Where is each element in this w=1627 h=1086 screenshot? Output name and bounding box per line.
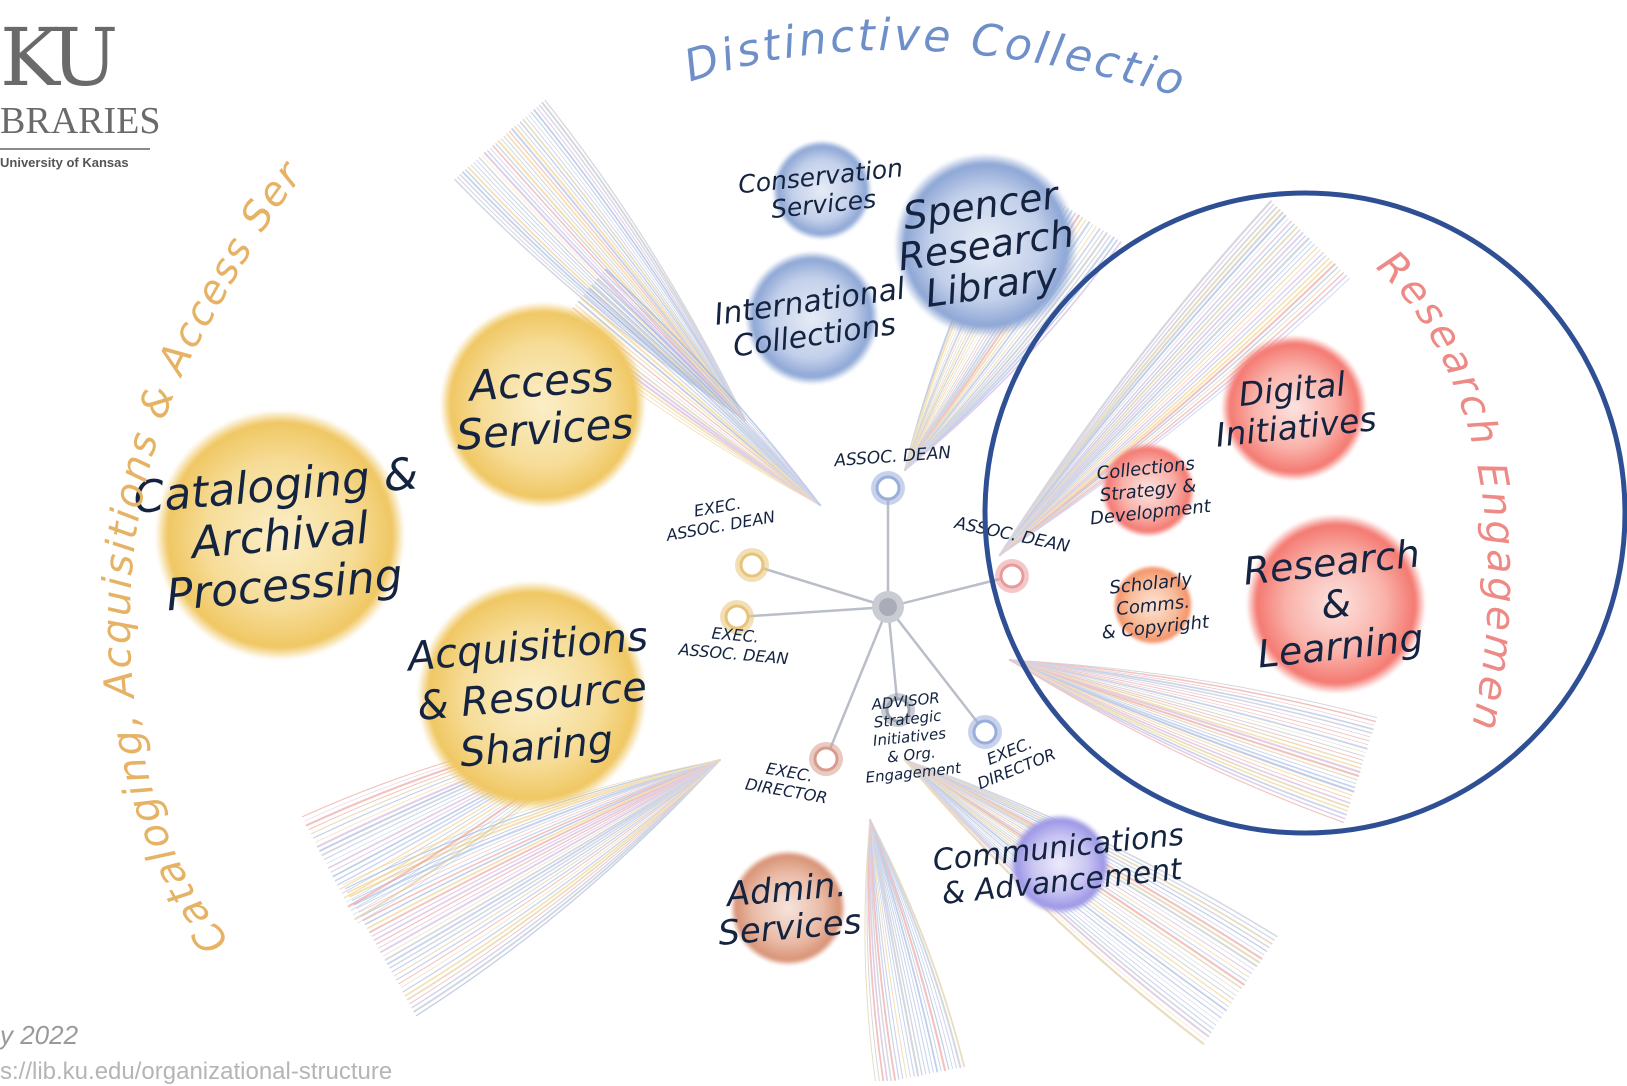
footer-date: y 2022 (0, 1020, 79, 1050)
unit-bubble-research-learning (1246, 514, 1426, 694)
leader-node (813, 746, 839, 772)
leader-label-assoc-dean-right: ASSOC. DEAN (952, 513, 1072, 557)
leader-exec-assoc-dean-lower: EXEC.ASSOC. DEAN (677, 600, 789, 669)
unit-communications-advancement: Communications& Advancement (931, 814, 1186, 914)
brush-fan-4 (998, 200, 1350, 557)
leader-label-line: ASSOC. DEAN (677, 640, 789, 669)
unit-bubble-admin-services (730, 850, 846, 966)
leader-node (999, 563, 1025, 589)
leader-exec-director-right: EXEC.DIRECTOR (968, 715, 1058, 793)
leader-label-line: ASSOC. DEAN (833, 443, 952, 471)
brush-fan-7 (864, 818, 966, 1085)
ku-logo-university: University of Kansas (0, 155, 129, 170)
leader-label-assoc-dean-top: ASSOC. DEAN (833, 443, 952, 471)
leader-label-line: & Org. (886, 743, 936, 766)
unit-label-line: & (1319, 581, 1353, 628)
highlight-ring (982, 190, 1627, 836)
leader-assoc-dean-right: ASSOC. DEAN (952, 513, 1072, 593)
division-title-distinctive-text: Distinctive Collections (0, 0, 1190, 108)
leader-label-line: EXEC. (711, 624, 760, 647)
leader-assoc-dean-top: ASSOC. DEAN (833, 443, 952, 505)
unit-bubble-conservation-services (772, 140, 872, 240)
unit-bubble-communications-advancement (1010, 814, 1110, 914)
unit-bubble-digital-initiatives (1221, 335, 1367, 481)
leader-exec-assoc-dean-upper: EXEC.ASSOC. DEAN (664, 494, 777, 582)
division-title-distinctive-collections: Distinctive Collections (0, 0, 1193, 108)
hub-connector-advisor (886, 606, 900, 711)
hub-connector-exec-director-left (824, 606, 890, 760)
footer-url: s://lib.ku.edu/organizational-structure (0, 1058, 393, 1085)
svg-text:Distinctive Collections: Distinctive Collections (0, 0, 1193, 108)
ku-logo-libraries: BRARIES (0, 100, 161, 142)
unit-label-line: Access (465, 352, 616, 411)
brush-fan-8 (343, 758, 722, 1017)
unit-bubble-scholarly-comms-copyright (1113, 565, 1193, 645)
unit-bubble-acquisitions-resource-sharing (417, 581, 647, 811)
unit-label-admin-services: Admin.Services (717, 865, 863, 954)
leader-exec-director-left: EXEC.DIRECTOR (744, 742, 843, 807)
unit-bubble-cataloging-archival-processing (155, 410, 405, 660)
hub-center-core (879, 598, 897, 616)
leader-label-exec-assoc-dean-upper: EXEC.ASSOC. DEAN (664, 494, 777, 545)
leader-node (739, 552, 765, 578)
unit-bubble-access-services (440, 302, 646, 508)
leader-label-exec-assoc-dean-lower: EXEC.ASSOC. DEAN (677, 624, 789, 669)
brush-fan-5 (1008, 658, 1377, 824)
unit-research-learning: Research&Learning (1241, 514, 1426, 694)
hub-connector-exec-assoc-dean-lower (736, 605, 889, 619)
ku-logo-mark: KU (0, 11, 118, 104)
leader-node (875, 475, 901, 501)
leader-label-line: ASSOC. DEAN (952, 513, 1072, 557)
ku-logo-divider (0, 148, 150, 150)
hub-connector-exec-assoc-dean-upper (751, 563, 889, 609)
hub-connectors (736, 488, 1013, 760)
unit-bubble-spencer-research-library (894, 153, 1078, 337)
unit-bubble-collections-strategy-development (1101, 443, 1195, 537)
leader-node (972, 719, 998, 745)
hub-connector-exec-director-right (887, 606, 986, 733)
leader-node (885, 697, 911, 723)
leader-node (724, 604, 750, 630)
unit-admin-services: Admin.Services (717, 850, 863, 966)
unit-bubble-international-collections (745, 251, 879, 385)
